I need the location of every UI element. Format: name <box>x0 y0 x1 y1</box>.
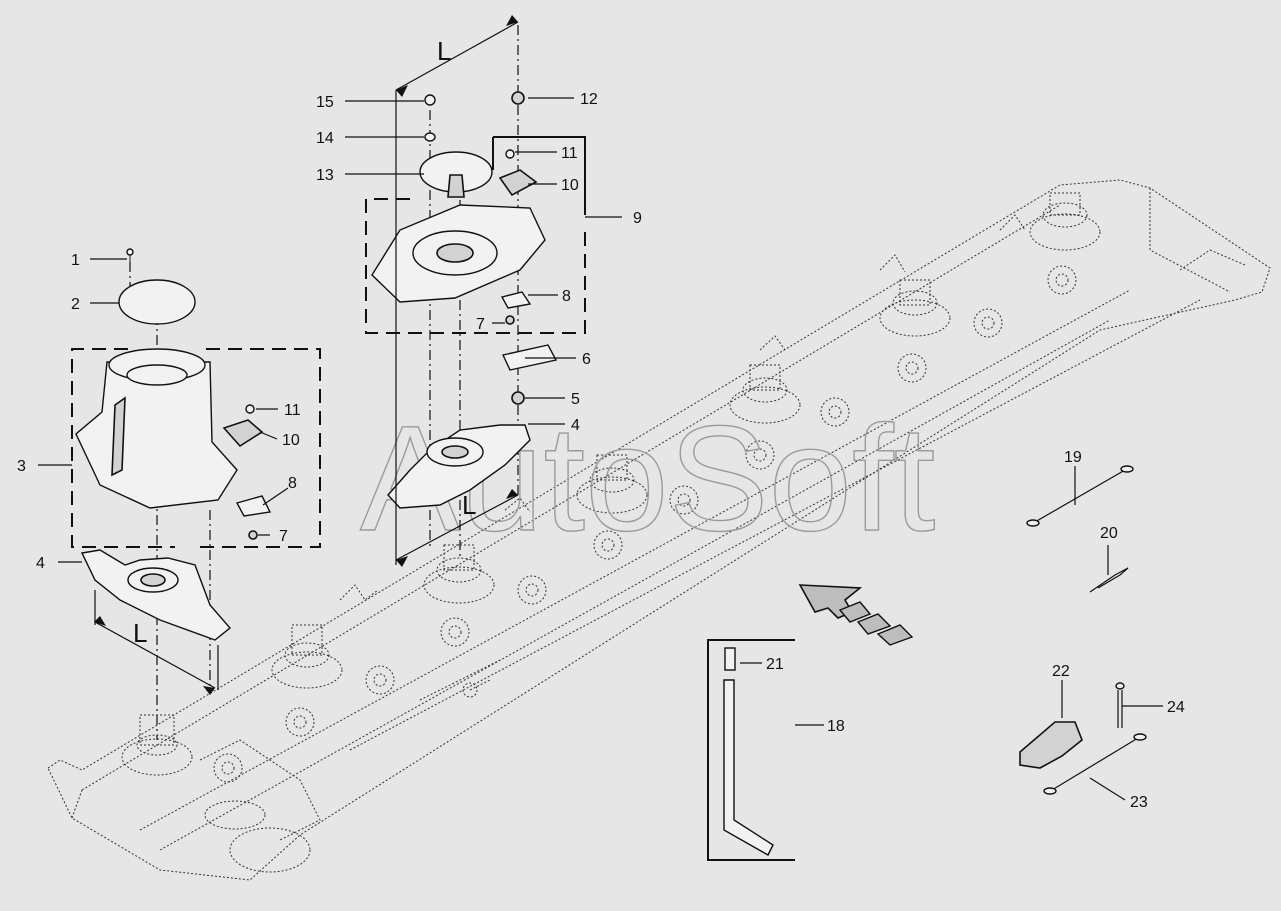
callout-15: 15 <box>316 94 334 111</box>
bolt-7-center <box>505 315 515 325</box>
nut-11-center <box>505 149 515 159</box>
disc-unit <box>423 544 495 604</box>
bolt-5 <box>511 391 525 405</box>
callout-10-left: 10 <box>282 432 300 449</box>
tool-group-18 <box>707 639 795 861</box>
callout-1: 1 <box>71 252 80 269</box>
callout-11-center: 11 <box>561 145 578 162</box>
callout-10-center: 10 <box>561 177 579 194</box>
disc-unit <box>576 454 648 514</box>
callout-23: 23 <box>1130 794 1148 811</box>
callout-4-center: 4 <box>571 417 580 434</box>
screw-15 <box>424 94 436 106</box>
idler-gear <box>213 753 243 783</box>
disc-unit <box>271 624 343 689</box>
idler-gear <box>669 485 699 515</box>
idler-gear <box>745 440 775 470</box>
disc-unit <box>879 279 951 337</box>
disc-unit <box>729 364 801 424</box>
left-assembly <box>71 248 321 740</box>
dimension-label-top: L <box>437 36 451 66</box>
drum-3 <box>75 348 238 509</box>
callout-21: 21 <box>766 656 784 673</box>
tool-bar <box>723 679 774 856</box>
dimension-center <box>395 21 519 565</box>
dimension-label-center: L <box>462 490 476 520</box>
callout-2: 2 <box>71 296 80 313</box>
idler-gear <box>365 665 395 695</box>
nut-12 <box>511 91 525 105</box>
callout-13: 13 <box>316 167 334 184</box>
cap-13 <box>419 151 493 198</box>
callout-6: 6 <box>582 351 591 368</box>
disc-unit <box>1029 192 1101 251</box>
pin-24 <box>1117 690 1123 728</box>
callout-24: 24 <box>1167 699 1185 716</box>
idler-gear <box>973 308 1003 338</box>
idler-gear <box>1047 265 1077 295</box>
knife-holder-10-center <box>498 169 538 197</box>
callout-3: 3 <box>17 458 26 475</box>
callout-4-left: 4 <box>36 555 45 572</box>
callout-22: 22 <box>1052 663 1070 680</box>
carrier-4-center <box>387 424 531 509</box>
idler-gear <box>820 397 850 427</box>
dimension-left <box>94 590 219 690</box>
callout-14: 14 <box>316 130 334 147</box>
callout-12: 12 <box>580 91 598 108</box>
washer-14 <box>424 132 436 142</box>
disc-9 <box>371 204 546 303</box>
callout-8-left: 8 <box>288 475 297 492</box>
wire-19 <box>1034 469 1126 523</box>
callouts: 1 2 3 4 11 10 8 7 15 14 13 12 11 10 9 8 … <box>17 36 1185 811</box>
callout-7-left: 7 <box>279 528 288 545</box>
carrier-4-left <box>80 549 232 641</box>
callout-8-center: 8 <box>562 288 571 305</box>
center-assembly <box>365 15 586 567</box>
idler-gear <box>285 707 315 737</box>
callout-9: 9 <box>633 210 642 227</box>
pin-20 <box>1089 567 1129 593</box>
callout-20: 20 <box>1100 525 1118 542</box>
idler-gear <box>593 530 623 560</box>
callout-18: 18 <box>827 718 845 735</box>
idler-gear <box>440 617 470 647</box>
direction-arrow <box>798 584 914 646</box>
callout-7-center: 7 <box>476 316 485 333</box>
dimension-label-left: L <box>133 618 147 648</box>
callout-5: 5 <box>571 391 580 408</box>
plate-8-center <box>500 291 532 309</box>
wire-23 <box>1051 737 1139 791</box>
knife-holder-10-left <box>222 404 264 448</box>
callout-19: 19 <box>1064 449 1082 466</box>
callout-11-left: 11 <box>284 402 301 419</box>
spare-parts <box>1019 465 1147 795</box>
cover-disc-2 <box>118 279 196 325</box>
clip-22 <box>1019 721 1083 769</box>
idler-gear <box>897 353 927 383</box>
leader-lines <box>38 97 1163 801</box>
gauge-21 <box>724 647 736 671</box>
idler-gear <box>517 575 547 605</box>
plate-8-left <box>235 495 272 517</box>
